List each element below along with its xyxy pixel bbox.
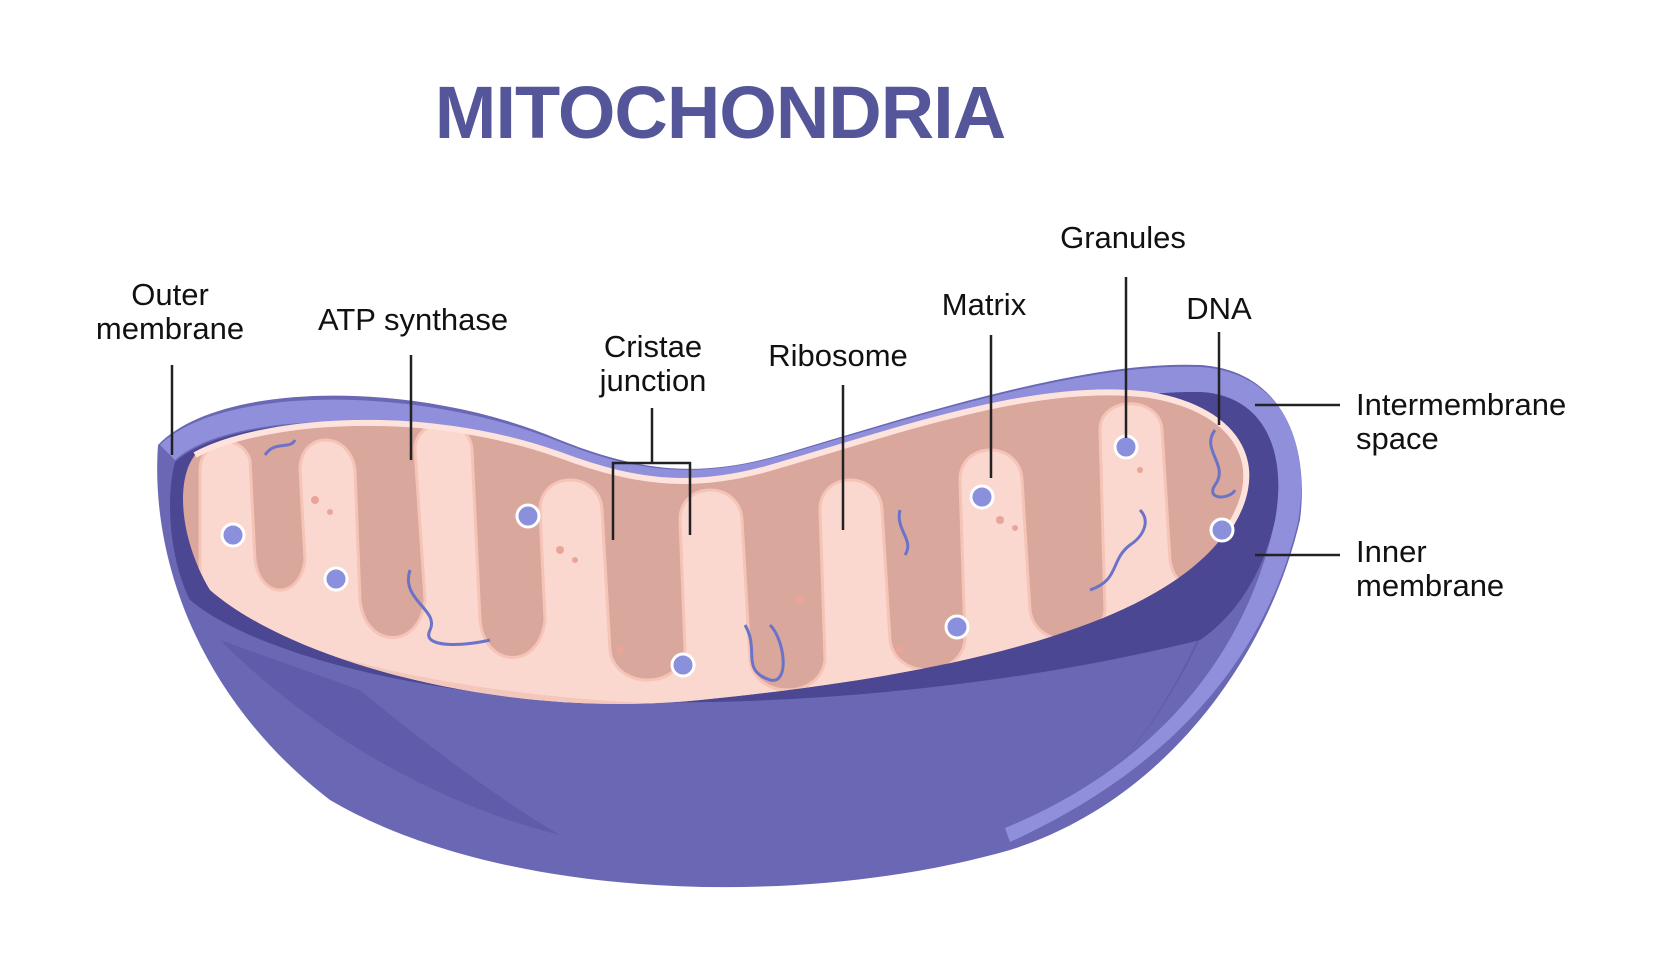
- leader-cristae-junction-bracket: [611, 461, 692, 540]
- label-outer-membrane: Outer membrane: [96, 278, 244, 346]
- dna-strands: [263, 429, 1237, 682]
- label-line: Intermembrane: [1356, 387, 1567, 422]
- dna-strand: [1209, 429, 1237, 499]
- label-granules: Granules: [1060, 221, 1186, 255]
- ribosome-dot: [1113, 434, 1139, 460]
- outer-membrane-rim: [160, 366, 1302, 842]
- ribosome-dot: [1209, 517, 1235, 543]
- label-matrix: Matrix: [942, 288, 1026, 322]
- outer-membrane-shade: [220, 640, 560, 835]
- label-line: Granules: [1060, 220, 1186, 255]
- diagram-title: MITOCHONDRIA: [434, 71, 1006, 154]
- label-line: junction: [599, 363, 707, 398]
- label-line: membrane: [1356, 568, 1505, 603]
- dna-strand: [263, 439, 297, 456]
- leader-lines: [170, 277, 1340, 557]
- label-line: Outer: [131, 277, 209, 312]
- label-line: ATP synthase: [317, 302, 509, 337]
- label-line: space: [1356, 421, 1439, 456]
- label-inner-membrane: Inner membrane: [1356, 535, 1504, 603]
- label-ribosome: Ribosome: [768, 339, 908, 373]
- label-line: Inner: [1356, 534, 1427, 569]
- dna-strand: [406, 569, 491, 646]
- label-cristae-junction: Cristae junction: [600, 330, 707, 398]
- label-dna: DNA: [1186, 292, 1251, 326]
- ribosome-dot: [670, 652, 696, 678]
- ribosome-dot: [515, 503, 541, 529]
- granules-dots: [311, 467, 1143, 654]
- label-line: membrane: [95, 311, 245, 346]
- label-line: Ribosome: [768, 338, 908, 373]
- label-line: DNA: [1186, 291, 1252, 326]
- inner-membrane-outline: [193, 389, 1250, 542]
- label-intermembrane-space: Intermembrane space: [1356, 388, 1566, 456]
- label-atp-synthase: ATP synthase: [318, 303, 508, 337]
- dna-strand: [897, 509, 910, 556]
- dna-strand: [1089, 508, 1147, 592]
- ribosome-dot: [969, 484, 995, 510]
- label-line: Matrix: [941, 287, 1027, 322]
- ribosome-dot: [220, 522, 246, 548]
- ribosome-dot: [944, 614, 970, 640]
- ribosome-dot: [323, 566, 349, 592]
- label-line: Cristae: [603, 329, 703, 364]
- ribosomes: [220, 434, 1235, 678]
- dna-strand: [743, 623, 785, 682]
